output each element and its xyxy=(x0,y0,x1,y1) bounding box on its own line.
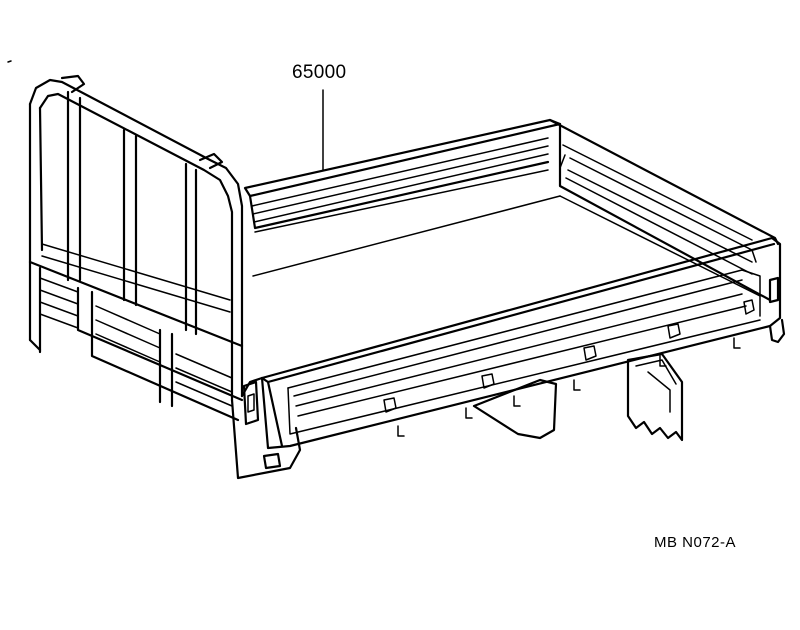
far-side-rail xyxy=(243,118,562,230)
stray-mark xyxy=(7,60,12,63)
tray-floor xyxy=(252,169,761,297)
near-side-rail xyxy=(260,236,786,450)
chassis-bracket-center xyxy=(472,378,558,440)
figure-code-label: MB N072-A xyxy=(654,534,737,551)
part-number-label: 65000 xyxy=(292,62,347,83)
chassis-bracket-right xyxy=(626,352,684,442)
headboard-cage xyxy=(28,74,302,480)
side-latches xyxy=(383,299,755,437)
